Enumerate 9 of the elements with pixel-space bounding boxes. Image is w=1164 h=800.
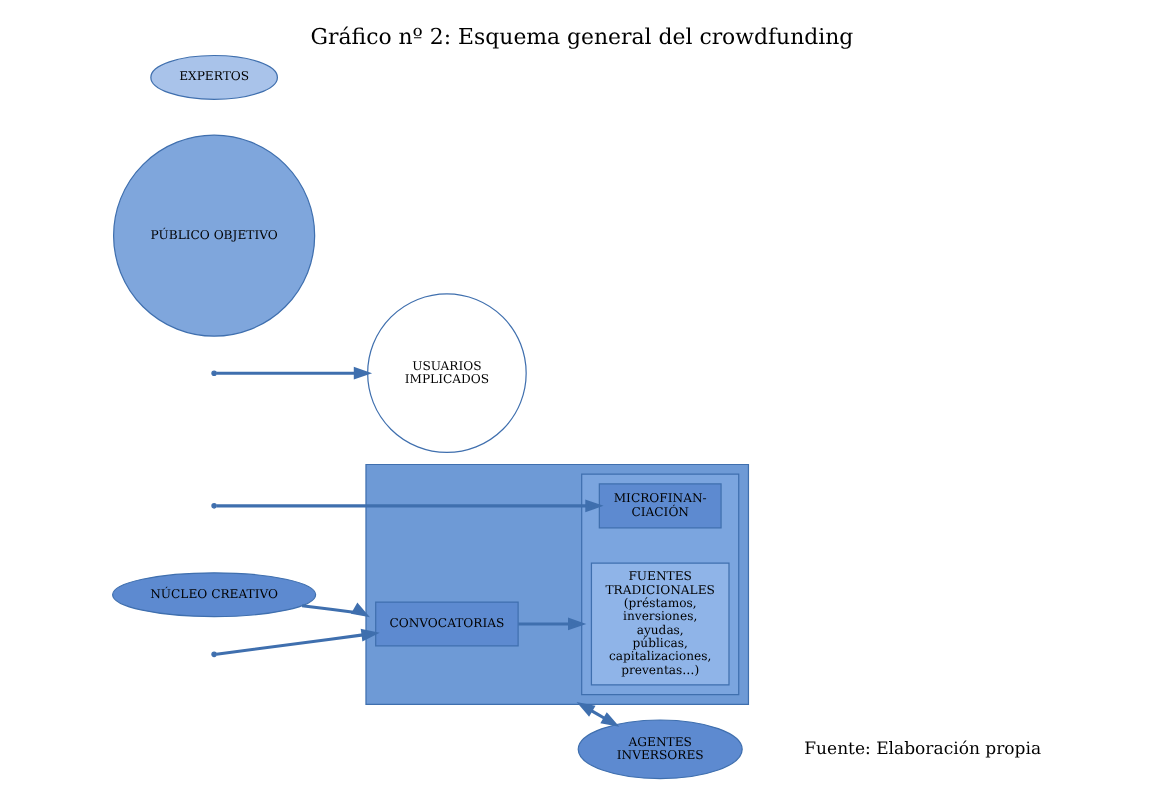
cluster [365, 463, 750, 705]
arrow [301, 602, 370, 618]
diagram-title: Gráfico nº 2: Esquema general del crowdfunding [310, 23, 854, 50]
arrow [216, 499, 604, 513]
arrow [576, 701, 620, 727]
arrow [216, 366, 373, 380]
arrow [518, 617, 587, 631]
caption: Fuente: Elaboración propia [804, 739, 1042, 760]
arrow [216, 628, 380, 656]
